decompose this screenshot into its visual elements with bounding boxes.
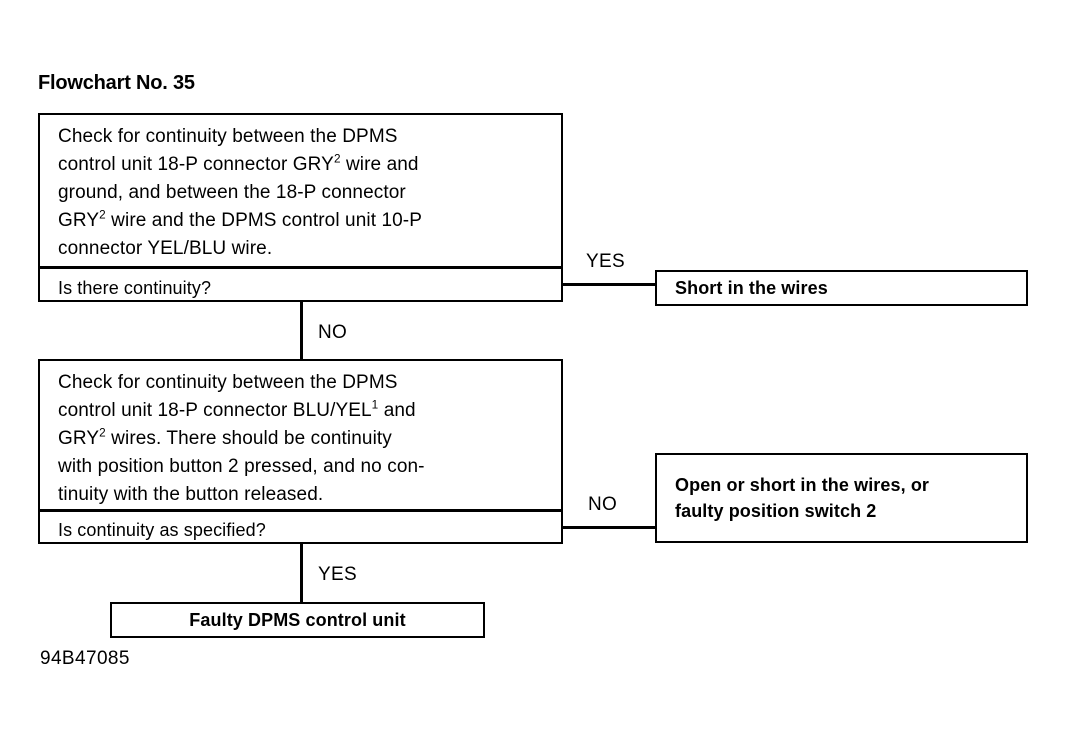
result-2-line-2: faulty position switch 2 bbox=[675, 501, 877, 521]
decision-1-line-5: connector YEL/BLU wire. bbox=[58, 238, 273, 259]
result-box-short-in-the-wires: Short in the wires bbox=[655, 270, 1028, 306]
decision-1-line-3: ground, and between the 18-P connector bbox=[58, 182, 406, 203]
branch-label-yes-1: YES bbox=[586, 251, 625, 272]
decision-2-line-2: control unit 18-P connector BLU/YEL1 and bbox=[58, 398, 416, 421]
result-box-open-or-short-or-faulty-switch: Open or short in the wires, or faulty po… bbox=[655, 453, 1028, 543]
decision-2-line-5: tinuity with the button released. bbox=[58, 484, 324, 505]
connector-no-1-vertical bbox=[300, 300, 303, 361]
result-2-line-1: Open or short in the wires, or bbox=[675, 475, 930, 495]
decision-2-line-1: Check for continuity between the DPMS bbox=[58, 372, 398, 393]
result-box-faulty-dpms-control-unit: Faulty DPMS control unit bbox=[110, 602, 485, 638]
branch-label-no-1: NO bbox=[318, 322, 348, 343]
decision-1-question: Is there continuity? bbox=[58, 278, 212, 298]
decision-1-divider bbox=[40, 266, 561, 269]
figure-id: 94B47085 bbox=[40, 648, 130, 669]
decision-2-line-4: with position button 2 pressed, and no c… bbox=[58, 456, 425, 477]
decision-block-2: Check for continuity between the DPMS co… bbox=[38, 359, 563, 544]
connector-no-2-horizontal bbox=[561, 526, 657, 529]
connector-yes-2-vertical bbox=[300, 542, 303, 604]
connector-yes-1-horizontal bbox=[561, 283, 657, 286]
decision-2-line-3: GRY2 wires. There should be continuity bbox=[58, 426, 392, 449]
decision-block-1: Check for continuity between the DPMS co… bbox=[38, 113, 563, 302]
decision-1-line-2: control unit 18-P connector GRY2 wire an… bbox=[58, 152, 419, 175]
branch-label-no-2: NO bbox=[588, 494, 618, 515]
decision-2-instruction: Check for continuity between the DPMS co… bbox=[40, 361, 561, 509]
decision-2-question: Is continuity as specified? bbox=[58, 520, 266, 540]
page-title: Flowchart No. 35 bbox=[38, 72, 195, 94]
decision-1-instruction: Check for continuity between the DPMS co… bbox=[40, 115, 561, 265]
decision-1-line-1: Check for continuity between the DPMS bbox=[58, 126, 398, 147]
result-3-line-1: Faulty DPMS control unit bbox=[189, 610, 406, 630]
result-1-line-1: Short in the wires bbox=[675, 278, 828, 298]
decision-2-divider bbox=[40, 509, 561, 512]
decision-1-line-4: GRY2 wire and the DPMS control unit 10-P bbox=[58, 208, 422, 231]
branch-label-yes-2: YES bbox=[318, 564, 357, 585]
